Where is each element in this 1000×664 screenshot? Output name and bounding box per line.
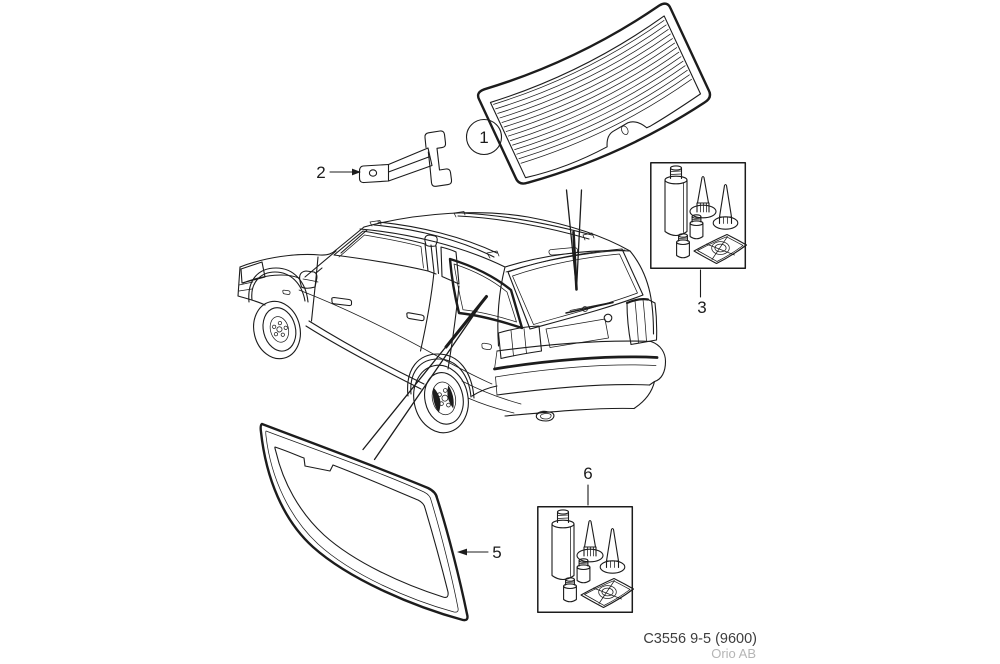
rear-bumper [461,340,667,422]
defroster-lines [493,20,692,164]
wiper-spindle-hole [621,125,629,135]
quarter-window [448,257,524,330]
front-wheel [253,300,301,360]
callout-3-label: 3 [697,298,706,317]
glue-kit-box-3 [650,162,748,270]
exhaust-tip [535,410,555,422]
bracket-part-illustration [358,130,453,187]
car-greenhouse [299,211,631,289]
callout-5-label: 5 [492,543,501,562]
car-tailgate [497,247,658,360]
right-taillight [625,298,658,346]
leader-arrow-5 [457,548,467,556]
side-window-glass-illustration [259,422,469,622]
callout-2-label: 2 [316,163,325,182]
rear-wiper [565,301,614,314]
callout-1-circle [465,118,503,156]
callout-6-label: 6 [583,464,592,483]
leader-arrow-2 [352,168,361,176]
car-front-end [237,249,337,306]
rear-wheel [413,364,469,434]
callout-1-label: 1 [479,128,488,147]
car-wagon-illustration [237,211,667,434]
glue-kit-box-6 [537,506,635,614]
leader-line-1 [565,189,583,291]
car-body-side [298,256,493,399]
tailgate-lock [603,313,613,323]
rear-window-glass-illustration [476,2,712,185]
footer-code: C3556 9-5 (9600) [643,631,757,647]
leader-line-5 [362,295,488,461]
left-taillight [497,325,543,360]
footer-company: Orio AB [711,646,756,661]
